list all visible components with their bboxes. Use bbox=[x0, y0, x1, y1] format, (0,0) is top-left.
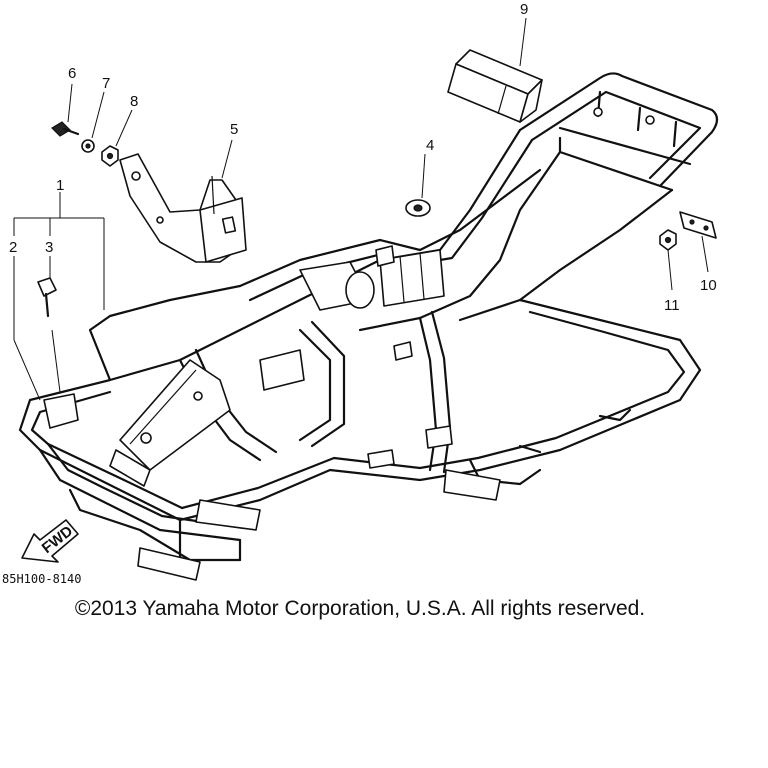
callout-10: 10 bbox=[700, 277, 717, 294]
part-1-3-group bbox=[13, 192, 105, 401]
fwd-arrow: FWD bbox=[21, 519, 79, 563]
part-11-nut bbox=[659, 229, 677, 291]
callout-8: 8 bbox=[130, 93, 138, 110]
callout-4: 4 bbox=[426, 137, 434, 154]
part-5-bracket bbox=[119, 139, 247, 263]
rear-rack bbox=[518, 72, 719, 192]
callout-11: 11 bbox=[664, 297, 680, 314]
callout-9: 9 bbox=[520, 1, 528, 18]
part-6-bolt bbox=[51, 83, 80, 137]
center-mounts bbox=[259, 245, 453, 469]
parts-diagram: FWD 1 2 3 4 5 6 7 8 9 10 11 bbox=[9, 1, 719, 581]
front-frame bbox=[18, 378, 261, 581]
frame-illustration: FWD 1 2 3 4 5 6 7 8 9 10 11 bbox=[9, 1, 719, 581]
diagram-code: 85H100-8140 bbox=[2, 572, 82, 586]
callout-6: 6 bbox=[68, 65, 76, 82]
callout-2: 2 bbox=[9, 239, 17, 256]
callout-3: 3 bbox=[45, 239, 53, 256]
callout-7: 7 bbox=[102, 75, 110, 92]
part-4-grommet bbox=[405, 153, 431, 217]
part-9-battery bbox=[447, 49, 543, 123]
callout-5: 5 bbox=[230, 121, 238, 138]
copyright-notice: ©2013 Yamaha Motor Corporation, U.S.A. A… bbox=[74, 597, 646, 620]
part-10-plate bbox=[679, 211, 717, 273]
callout-1: 1 bbox=[56, 177, 64, 194]
part-8-nut bbox=[101, 109, 133, 167]
front-bracket bbox=[109, 359, 231, 487]
part-7-washer bbox=[81, 91, 105, 153]
lower-frame bbox=[178, 298, 702, 522]
